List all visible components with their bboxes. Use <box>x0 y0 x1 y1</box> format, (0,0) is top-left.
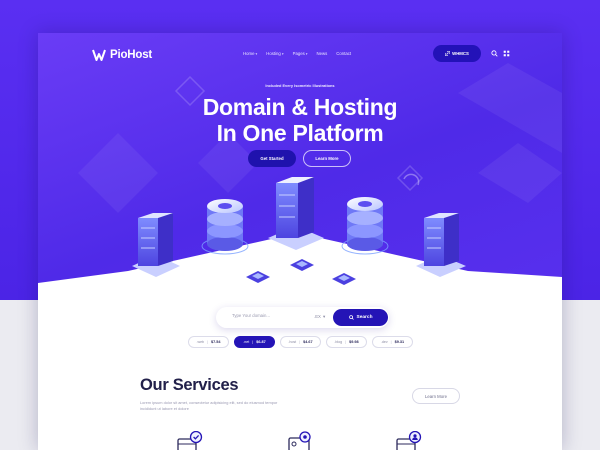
tld-ext: .net <box>243 340 250 344</box>
main-nav: Home▾ Hosting▾ Pages▾ News Contact <box>243 51 351 56</box>
tld-pill-dev[interactable]: .dev|$9.31 <box>372 336 413 348</box>
tld-pill-web[interactable]: .web|$7.54 <box>188 336 229 348</box>
hero-kicker: Included Every Isometric Illustrations <box>265 83 335 88</box>
search-button[interactable]: Search <box>333 309 388 326</box>
tld-pill-host[interactable]: .host|$4.67 <box>280 336 321 348</box>
nav-item-home[interactable]: Home▾ <box>243 51 257 56</box>
tld-price: $4.67 <box>303 340 313 344</box>
chevron-down-icon: ▾ <box>255 51 258 56</box>
server-tower-right <box>416 213 466 277</box>
website-preview: PioHost Home▾ Hosting▾ Pages▾ News Conta… <box>38 33 562 450</box>
server-cylinder-left <box>207 199 243 251</box>
whmcs-button[interactable]: WHMCS <box>433 45 481 62</box>
nav-item-label: Contact <box>336 51 352 56</box>
data-blocks <box>246 259 356 285</box>
nav-item-hosting[interactable]: Hosting▾ <box>266 51 283 56</box>
chevron-down-icon: ▾ <box>322 314 326 319</box>
nav-item-label: Pages <box>292 51 305 56</box>
search-icon[interactable] <box>491 50 498 57</box>
server-cylinder-right <box>347 197 383 251</box>
hero-title-line2: In One Platform <box>216 120 384 146</box>
server-check-icon <box>177 431 203 450</box>
nav-item-contact[interactable]: Contact <box>336 51 351 56</box>
tld-ext: .blog <box>334 340 343 344</box>
grid-menu-icon[interactable] <box>503 50 510 57</box>
tld-pill-net[interactable]: .net|$6.87 <box>234 336 275 348</box>
tld-separator: | <box>299 340 301 344</box>
tld-separator: | <box>252 340 254 344</box>
server-tower-left <box>132 213 180 277</box>
services-learn-more-button[interactable]: Learn More <box>412 388 460 404</box>
tld-price: $7.54 <box>211 340 221 344</box>
whmcs-label: WHMCS <box>452 51 469 56</box>
link-icon <box>445 51 451 56</box>
nav-item-pages[interactable]: Pages▾ <box>293 51 308 56</box>
tld-separator: | <box>390 340 392 344</box>
services-title: Our Services <box>140 376 239 394</box>
logo-icon <box>92 49 106 61</box>
brand-logo[interactable]: PioHost <box>92 48 152 62</box>
tld-ext: .host <box>288 340 297 344</box>
tld-separator: | <box>345 340 347 344</box>
search-icon <box>348 315 354 320</box>
tld-price: $9.31 <box>394 340 405 344</box>
nav-item-news[interactable]: News <box>317 51 328 56</box>
chevron-down-icon: ▾ <box>281 51 284 56</box>
tld-ext: .web <box>196 340 205 344</box>
brand-name: PioHost <box>110 49 153 61</box>
chevron-down-icon: ▾ <box>305 51 308 56</box>
server-gear-icon <box>288 431 311 450</box>
nav-item-label: News <box>316 51 328 56</box>
extension-value: .EX <box>314 314 321 319</box>
search-button-label: Search <box>356 315 373 320</box>
hero-learn-more-button[interactable]: Learn More <box>303 150 351 167</box>
services-description: Lorem ipsum dolor sit amet, consectetur … <box>140 400 278 411</box>
hero-title-line1: Domain & Hosting <box>202 94 398 120</box>
tld-price: $9.98 <box>349 340 359 344</box>
domain-search-input[interactable] <box>232 313 322 318</box>
get-started-button[interactable]: Get Started <box>248 150 296 167</box>
nav-item-label: Home <box>243 51 255 56</box>
extension-select[interactable]: .EX ▾ <box>314 314 325 320</box>
hero-section: PioHost Home▾ Hosting▾ Pages▾ News Conta… <box>38 33 562 298</box>
tld-separator: | <box>207 340 208 344</box>
hero-illustration <box>38 63 562 298</box>
tld-price: $6.87 <box>256 340 266 344</box>
server-users-icon <box>396 431 422 450</box>
tld-ext: .dev <box>380 340 388 344</box>
server-tower-center <box>268 177 324 250</box>
nav-item-label: Hosting <box>266 51 281 56</box>
tld-pill-blog[interactable]: .blog|$9.98 <box>326 336 367 348</box>
